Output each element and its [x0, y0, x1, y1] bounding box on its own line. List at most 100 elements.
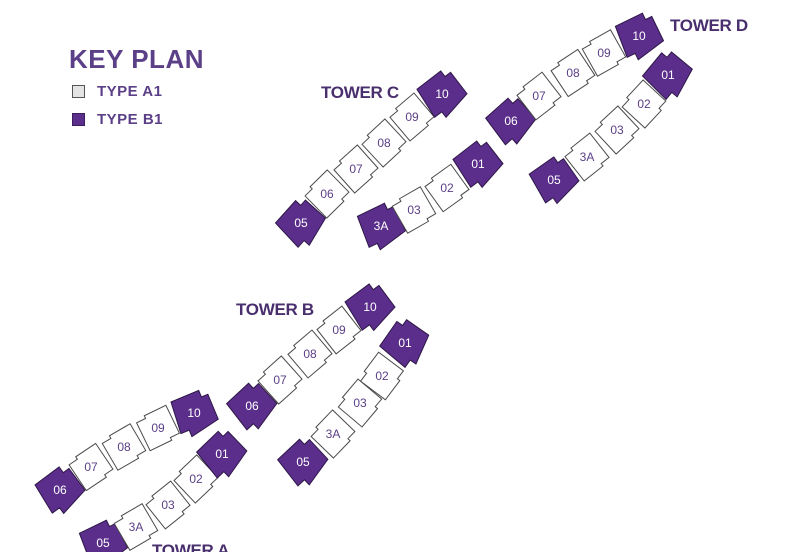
unit-number-label: 08 [117, 440, 131, 454]
unit-d-09 [581, 29, 627, 77]
unit-b-3A [310, 409, 356, 459]
unit-a-05 [78, 519, 129, 552]
tower-c-label: TOWER C [321, 83, 399, 102]
unit-d-08 [550, 48, 596, 98]
unit-b-09 [316, 305, 362, 355]
tower-c-bottom-wing: 3A 03 02 01 [374, 157, 485, 233]
unit-number-label: 05 [96, 536, 110, 550]
unit-d-3A [564, 132, 610, 182]
unit-a1-shape [424, 163, 470, 213]
unit-number-label: 06 [504, 114, 518, 128]
unit-number-label: 08 [303, 347, 317, 361]
unit-a1-shape [68, 442, 114, 492]
unit-number-label: 10 [363, 300, 377, 314]
unit-number-label: 05 [294, 216, 308, 230]
unit-b1-shape [274, 199, 327, 248]
unit-b1-shape [34, 466, 86, 515]
unit-number-label: 02 [440, 181, 454, 195]
unit-number-label: 03 [610, 123, 624, 137]
unit-b1-shape [356, 202, 407, 251]
unit-d-02 [621, 79, 667, 129]
unit-a-3A [113, 503, 159, 551]
legend-item-type-a1: TYPE A1 [72, 83, 162, 100]
unit-b1-shape [170, 389, 219, 438]
unit-b1-shape [528, 156, 580, 205]
unit-number-label: 02 [637, 97, 651, 111]
unit-b1-shape [344, 283, 396, 332]
unit-a1-shape [516, 71, 562, 121]
unit-b1-shape [276, 438, 329, 487]
unit-b-08 [287, 329, 333, 379]
unit-a-09 [135, 404, 181, 452]
unit-d-01 [641, 51, 693, 101]
unit-b1-shape [614, 12, 665, 61]
unit-b1-shape [379, 319, 430, 369]
unit-b1-shape [78, 519, 129, 552]
unit-number-label: 03 [407, 203, 421, 217]
unit-a1-shape [113, 503, 159, 551]
unit-number-label: 03 [161, 498, 175, 512]
unit-number-label: 3A [580, 150, 595, 164]
unit-d-10 [614, 12, 665, 61]
unit-a-10 [170, 389, 219, 438]
unit-number-label: 3A [374, 219, 389, 233]
unit-a-07 [68, 442, 114, 492]
unit-number-label: 06 [53, 483, 67, 497]
unit-number-label: 02 [375, 369, 389, 383]
unit-number-label: 06 [320, 187, 334, 201]
unit-c-3A [356, 202, 407, 251]
unit-a1-shape [333, 144, 379, 194]
unit-c-07 [333, 144, 379, 194]
unit-a1-shape [621, 79, 667, 129]
unit-b-10 [344, 283, 396, 332]
unit-b1-shape [452, 140, 504, 189]
unit-a1-shape [361, 118, 407, 168]
type-b1-swatch [72, 113, 85, 126]
legend-label-type-b1: TYPE B1 [97, 111, 164, 128]
unit-a1-shape [310, 409, 356, 459]
unit-number-label: 07 [273, 373, 287, 387]
unit-number-label: 02 [189, 472, 203, 486]
unit-d-05 [528, 156, 580, 205]
unit-number-label: 07 [84, 460, 98, 474]
unit-number-label: 05 [296, 455, 310, 469]
tower-b-label: TOWER B [236, 300, 314, 319]
unit-a1-shape [581, 29, 627, 77]
unit-number-label: 10 [435, 87, 449, 101]
unit-a1-shape [359, 351, 405, 401]
unit-b-06 [225, 382, 278, 431]
unit-number-label: 01 [215, 447, 229, 461]
unit-a1-shape [101, 423, 147, 471]
type-a1-swatch [72, 85, 85, 98]
unit-a1-shape [135, 404, 181, 452]
unit-number-label: 09 [405, 110, 419, 124]
legend-label-type-a1: TYPE A1 [97, 83, 163, 100]
unit-number-label: 01 [661, 68, 675, 82]
unit-number-label: 07 [349, 162, 363, 176]
unit-a-03 [145, 480, 191, 530]
unit-a1-shape [337, 378, 383, 428]
unit-b-02 [359, 351, 405, 401]
unit-b-07 [257, 355, 303, 405]
unit-number-label: 01 [471, 157, 485, 171]
unit-number-label: 03 [353, 396, 367, 410]
unit-number-label: 08 [566, 66, 580, 80]
legend-item-type-b1: TYPE B1 [72, 111, 163, 128]
unit-c-03 [391, 186, 437, 234]
unit-a1-shape [594, 105, 640, 155]
unit-number-label: 09 [597, 46, 611, 60]
unit-a1-shape [287, 329, 333, 379]
unit-a-01 [195, 430, 248, 479]
unit-a1-shape [564, 132, 610, 182]
unit-b-05 [276, 438, 329, 487]
unit-b-03 [337, 378, 383, 428]
unit-a1-shape [391, 186, 437, 234]
unit-a1-shape [316, 305, 362, 355]
unit-d-07 [516, 71, 562, 121]
